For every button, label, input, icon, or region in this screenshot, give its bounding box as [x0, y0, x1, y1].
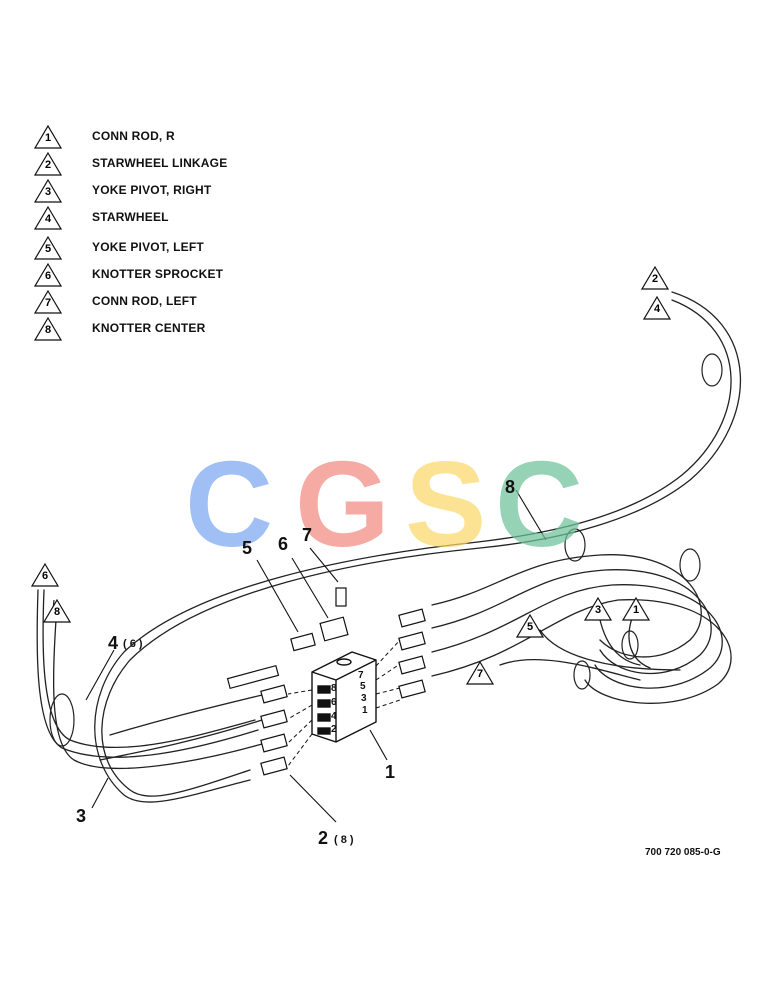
tie-wrap-3 — [679, 548, 701, 582]
hose-left-2 — [99, 719, 263, 761]
hose-yoke-right — [599, 619, 641, 666]
block-port-label: 4 — [331, 711, 337, 722]
callout-7: 7 — [302, 525, 313, 545]
legend-item-5: 5 YOKE PIVOT, LEFT — [34, 235, 204, 261]
watermark-letter-c2: C — [495, 436, 584, 572]
legend-item-8: 8 KNOTTER CENTER — [34, 316, 205, 342]
legend-label: CONN ROD, LEFT — [92, 294, 197, 308]
legend-label: YOKE PIVOT, RIGHT — [92, 183, 212, 197]
hose-conn-rod-right — [628, 617, 651, 669]
hose-right-2 — [431, 569, 712, 675]
tie-wrap-6 — [621, 630, 639, 660]
triangle-badge-icon: 1 — [34, 125, 62, 149]
triangle-badge-icon: 2 — [34, 152, 62, 176]
legend-item-3: 3 YOKE PIVOT, RIGHT — [34, 178, 211, 204]
watermark-letter-s: S — [405, 436, 487, 572]
legend-label: KNOTTER SPROCKET — [92, 267, 224, 281]
legend-item-7: 7 CONN ROD, LEFT — [34, 289, 197, 315]
fittings-left — [226, 587, 349, 776]
hose-tag-6: 6 — [30, 562, 60, 587]
legend-item-1: 1 CONN ROD, R — [34, 124, 175, 150]
hose-tag-2: 2 — [640, 265, 670, 290]
figure-reference: 700 720 085-0-G — [645, 847, 721, 858]
legend-label: STARWHEEL LINKAGE — [92, 156, 228, 170]
hose-starwheel — [94, 299, 732, 803]
tie-wrap-4 — [49, 693, 75, 747]
triangle-badge-icon: 4 — [34, 206, 62, 230]
triangle-badge-icon: 3 — [34, 179, 62, 203]
hose-tag-7: 7 — [465, 660, 495, 685]
block-port-label: 5 — [360, 681, 366, 692]
legend-label: STARWHEEL — [92, 210, 169, 224]
hose-tag-5: 5 — [515, 613, 545, 638]
hose-tag-8: 8 — [42, 598, 72, 623]
callout-2: 2 — [318, 828, 329, 848]
block-port-label: 6 — [331, 697, 337, 708]
tie-wrap-5 — [573, 660, 591, 690]
hose-left-1 — [109, 694, 263, 736]
triangle-badge-icon: 6 — [34, 263, 62, 287]
triangle-badge-icon: 7 — [34, 290, 62, 314]
hose-starwheel-linkage — [101, 291, 742, 797]
hose-bundle-b — [36, 589, 259, 758]
callout-1: 1 — [385, 762, 396, 782]
block-port-label: 2 — [331, 724, 337, 735]
watermark-letter-g: G — [295, 436, 390, 572]
hose-tag-4: 4 — [642, 295, 672, 320]
legend-item-6: 6 KNOTTER SPROCKET — [34, 262, 223, 288]
hose-tag-1: 1 — [621, 596, 651, 621]
watermark-letter-c1: C — [185, 436, 274, 572]
legend-item-4: 4 STARWHEEL — [34, 205, 169, 231]
legend-label: KNOTTER CENTER — [92, 321, 206, 335]
callout-3: 3 — [76, 806, 87, 826]
legend-item-2: 2 STARWHEEL LINKAGE — [34, 151, 227, 177]
block-port-label: 1 — [362, 705, 368, 716]
triangle-badge-icon: 5 — [34, 236, 62, 260]
distribution-block — [311, 651, 377, 743]
hose-yoke-pivot-left — [539, 629, 681, 671]
callout-6: 6 — [278, 534, 289, 554]
block-port-label: 3 — [361, 693, 367, 704]
callout-4: 4 — [108, 633, 119, 653]
hose-right-1 — [431, 554, 702, 658]
callout-8: 8 — [505, 477, 516, 497]
triangle-badge-icon: 8 — [34, 317, 62, 341]
legend-label: YOKE PIVOT, LEFT — [92, 240, 204, 254]
hose-tag-3: 3 — [583, 596, 613, 621]
block-port-label: 8 — [331, 683, 337, 694]
hose-knotter-center — [52, 619, 263, 769]
hose-conn-rod-left — [499, 659, 641, 681]
callout-5: 5 — [242, 538, 253, 558]
fittings-right — [398, 608, 426, 699]
block-port-label: 7 — [358, 670, 364, 681]
tie-wrap-1 — [701, 353, 723, 387]
callout-2-qty: ( 8 ) — [334, 834, 354, 846]
tie-wrap-2 — [564, 528, 586, 562]
hose-right-3 — [431, 584, 723, 689]
callout-4-qty: ( 6 ) — [123, 638, 143, 650]
legend-label: CONN ROD, R — [92, 129, 175, 143]
hose-right-4 — [431, 599, 732, 704]
